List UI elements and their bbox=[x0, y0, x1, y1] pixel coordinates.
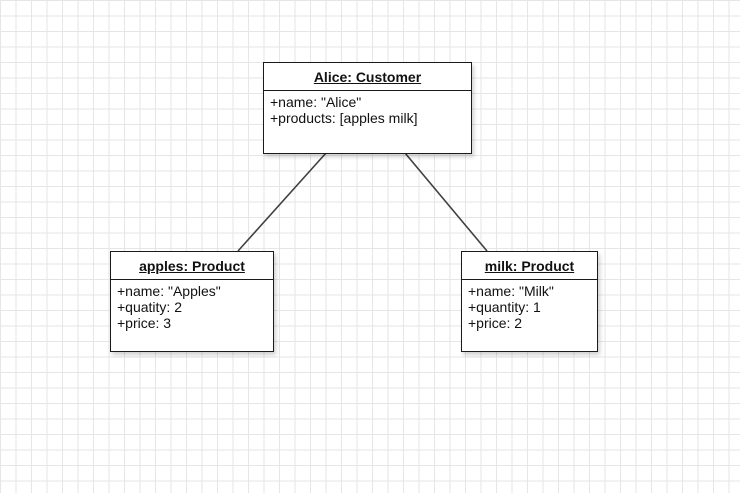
object-alice-customer[interactable]: Alice: Customer +name: "Alice" +products… bbox=[263, 62, 472, 154]
link-customer-milk[interactable] bbox=[404, 152, 488, 252]
attribute: +price: 3 bbox=[117, 315, 172, 331]
object-apples-product[interactable]: apples: Product +name: "Apples" +quatity… bbox=[110, 251, 274, 352]
attribute: +name: "Milk" bbox=[468, 283, 554, 299]
object-attributes: +name: "Milk" +quantity: 1 +price: 2 bbox=[462, 280, 597, 331]
attribute: +price: 2 bbox=[468, 315, 523, 331]
object-title: apples: Product bbox=[111, 252, 273, 280]
object-milk-product[interactable]: milk: Product +name: "Milk" +quantity: 1… bbox=[461, 251, 598, 352]
attribute: +quantity: 1 bbox=[468, 299, 541, 315]
object-attributes: +name: "Apples" +quatity: 2 +price: 3 bbox=[111, 280, 273, 331]
attribute: +name: "Alice" bbox=[270, 94, 362, 110]
attribute: +name: "Apples" bbox=[117, 283, 221, 299]
object-title: Alice: Customer bbox=[264, 63, 471, 91]
attribute: +quatity: 2 bbox=[117, 299, 182, 315]
attribute: +products: [apples milk] bbox=[270, 110, 418, 126]
link-customer-apples[interactable] bbox=[237, 152, 327, 252]
object-title: milk: Product bbox=[462, 252, 597, 280]
object-attributes: +name: "Alice" +products: [apples milk] bbox=[264, 91, 471, 126]
